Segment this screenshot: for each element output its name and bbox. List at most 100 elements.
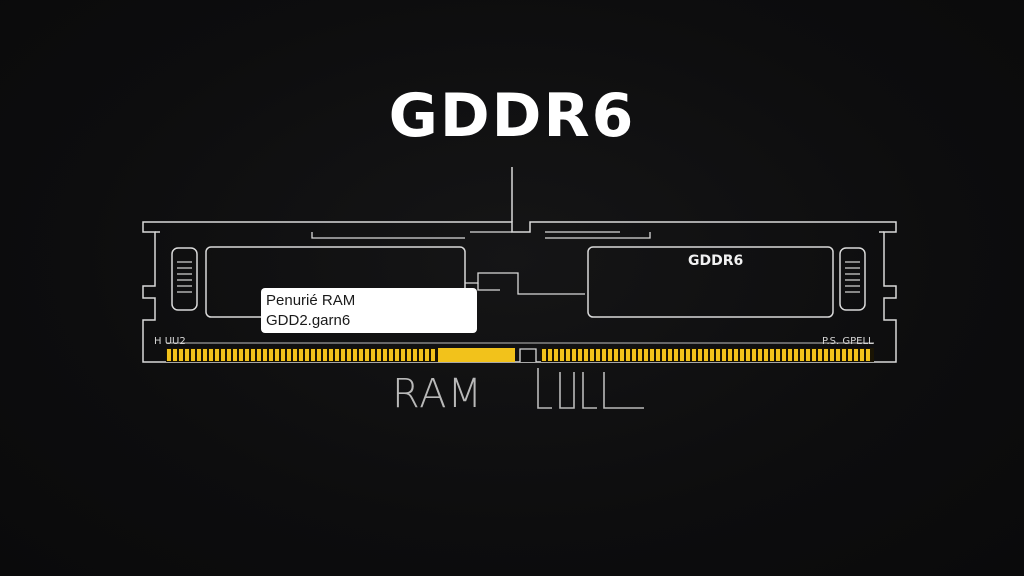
contact-pin — [740, 349, 744, 361]
contact-pin — [680, 349, 684, 361]
contact-pin — [572, 349, 576, 361]
contact-pin — [281, 349, 285, 361]
edge-label-right: P.S. GPELL — [822, 336, 874, 347]
contact-pin — [788, 349, 792, 361]
contact-pin — [812, 349, 816, 361]
contact-pin — [215, 349, 219, 361]
contact-pin — [632, 349, 636, 361]
contact-pin — [674, 349, 678, 361]
info-tag: Penurié RAM GDD2.garn6 — [261, 288, 477, 333]
contact-pin — [542, 349, 546, 361]
contact-pin — [602, 349, 606, 361]
ram-caption: RAM — [392, 371, 484, 417]
contact-pin — [704, 349, 708, 361]
contact-pin — [179, 349, 183, 361]
contact-pin — [347, 349, 351, 361]
contact-pin — [245, 349, 249, 361]
contact-pin — [203, 349, 207, 361]
contact-pin — [548, 349, 552, 361]
contact-pin — [317, 349, 321, 361]
contact-pin — [854, 349, 858, 361]
contact-pin — [323, 349, 327, 361]
contact-pin — [305, 349, 309, 361]
contact-pin — [341, 349, 345, 361]
contact-pin — [389, 349, 393, 361]
contact-pin — [650, 349, 654, 361]
contact-pin — [185, 349, 189, 361]
trace-center — [465, 272, 585, 295]
contact-pin — [395, 349, 399, 361]
latch-left — [171, 247, 198, 311]
contact-pin — [836, 349, 840, 361]
contact-pin — [716, 349, 720, 361]
contact-pin — [275, 349, 279, 361]
contact-pin — [656, 349, 660, 361]
contact-pin — [590, 349, 594, 361]
contact-pin — [794, 349, 798, 361]
contact-pin — [359, 349, 363, 361]
contact-pin — [848, 349, 852, 361]
contact-pin — [608, 349, 612, 361]
tag-line-1: Penurié RAM — [266, 292, 356, 309]
contact-pin — [770, 349, 774, 361]
contact-pin — [776, 349, 780, 361]
contact-pin — [800, 349, 804, 361]
memory-chip-right — [587, 246, 834, 318]
contact-pin — [698, 349, 702, 361]
contact-pin — [584, 349, 588, 361]
contact-pin — [269, 349, 273, 361]
contact-pin — [257, 349, 261, 361]
page-title: GDDR6 — [388, 81, 636, 151]
contact-pin — [644, 349, 648, 361]
contact-pin — [554, 349, 558, 361]
contact-pin — [239, 349, 243, 361]
contact-pin — [866, 349, 870, 361]
tag-line-2: GDD2.garn6 — [266, 312, 351, 329]
contact-pin — [668, 349, 672, 361]
contact-pin — [197, 349, 201, 361]
edge-label-left: H UU2 — [154, 336, 186, 347]
contact-pin — [191, 349, 195, 361]
contact-pin — [167, 349, 171, 361]
contact-pin — [620, 349, 624, 361]
latch-right — [839, 247, 866, 311]
contact-pin — [734, 349, 738, 361]
bus-line-left — [311, 232, 465, 239]
contact-pin — [596, 349, 600, 361]
contact-pin — [566, 349, 570, 361]
contact-pin — [692, 349, 696, 361]
contact-pin — [686, 349, 690, 361]
contact-pin — [263, 349, 267, 361]
contact-pin — [860, 349, 864, 361]
contact-pin — [233, 349, 237, 361]
contact-pin — [782, 349, 786, 361]
contact-pin — [431, 349, 435, 361]
contact-pin — [728, 349, 732, 361]
chip-label: GDDR6 — [688, 253, 744, 269]
contact-pin — [353, 349, 357, 361]
contact-pin — [365, 349, 369, 361]
contact-pin — [842, 349, 846, 361]
contact-pin — [614, 349, 618, 361]
contact-pin — [407, 349, 411, 361]
key-notch — [519, 348, 537, 362]
contact-pin — [209, 349, 213, 361]
contact-pin — [818, 349, 822, 361]
contact-pin — [764, 349, 768, 361]
contact-pin — [626, 349, 630, 361]
contact-pin — [638, 349, 642, 361]
contact-pin — [221, 349, 225, 361]
contact-pin — [752, 349, 756, 361]
contact-pin — [722, 349, 726, 361]
contact-pin — [824, 349, 828, 361]
contact-pin — [383, 349, 387, 361]
contact-pin — [329, 349, 333, 361]
contact-pin — [758, 349, 762, 361]
contact-pin — [662, 349, 666, 361]
contact-pin — [293, 349, 297, 361]
contact-pin — [401, 349, 405, 361]
contact-pin — [287, 349, 291, 361]
